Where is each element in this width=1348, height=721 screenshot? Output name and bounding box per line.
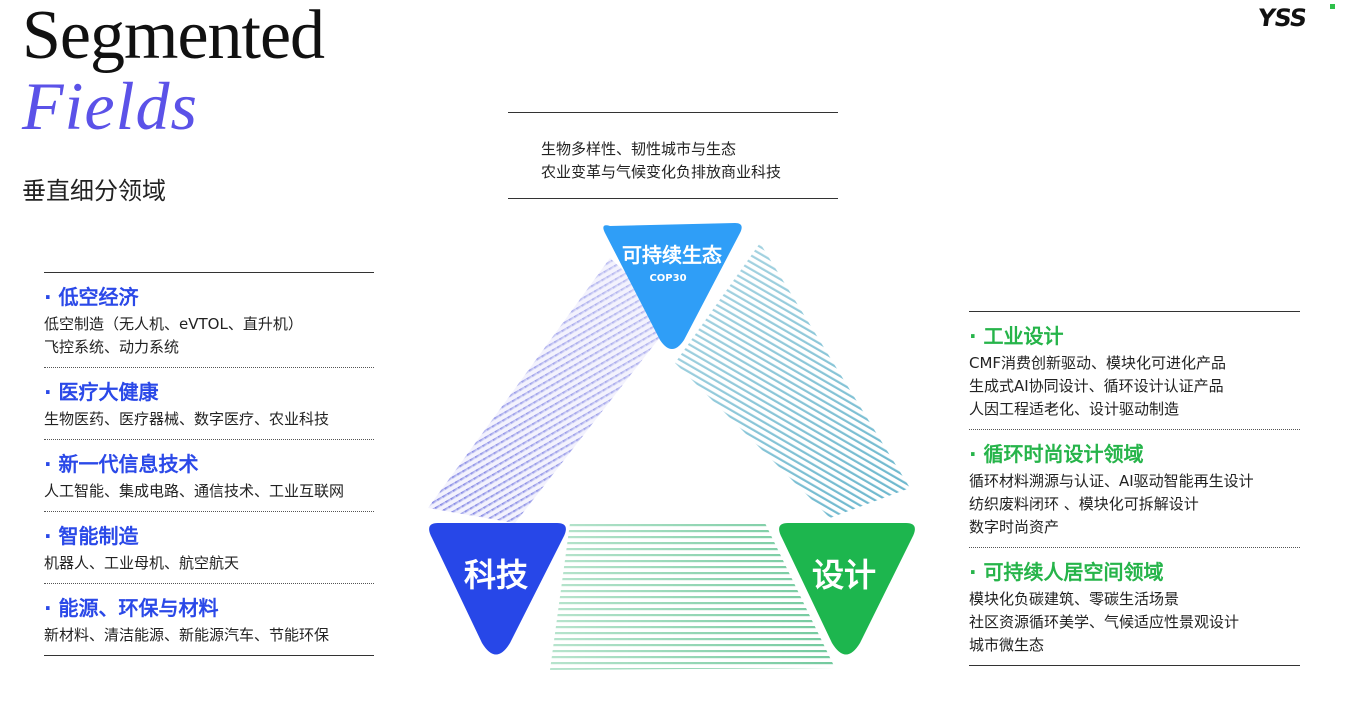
field-line: 数字时尚资产 [969,518,1060,536]
triangle-diagram: 可持续生态 COP30 科技 设计 [428,223,915,670]
field-line: 社区资源循环美学、气候适应性景观设计 [969,613,1240,631]
field-line: CMF消费创新驱动、模块化可进化产品 [969,354,1227,372]
field-line: 新材料、清洁能源、新能源汽车、节能环保 [44,626,330,644]
field-title: · 新一代信息技术 [44,452,199,476]
badge-technology: 科技 [429,523,566,655]
field-line: 机器人、工业母机、航空航天 [44,554,240,572]
logo-accent-dot [1330,4,1335,9]
field-block-industrial-design: · 工业设计 CMF消费创新驱动、模块化可进化产品 生成式AI协同设计、循环设计… [969,311,1300,429]
field-block-it: · 新一代信息技术 人工智能、集成电路、通信技术、工业互联网 [44,439,374,511]
field-block-circular-fashion: · 循环时尚设计领域 循环材料溯源与认证、AI驱动智能再生设计 纺织废料闭环 、… [969,429,1300,547]
field-block-health: · 医疗大健康 生物医药、医疗器械、数字医疗、农业科技 [44,367,374,439]
top-note-line: 农业变革与气候变化负排放商业科技 [541,163,782,181]
field-block-low-altitude: · 低空经济 低空制造（无人机、eVTOL、直升机） 飞控系统、动力系统 [44,272,374,367]
field-line: 人因工程适老化、设计驱动制造 [969,400,1180,418]
field-title: · 低空经济 [44,285,139,309]
field-title: · 循环时尚设计领域 [969,442,1144,466]
field-line: 低空制造（无人机、eVTOL、直升机） [44,315,303,333]
field-line: 人工智能、集成电路、通信技术、工业互联网 [44,482,345,500]
field-line: 纺织废料闭环 、模块化可拆解设计 [969,495,1199,513]
field-title: · 医疗大健康 [44,380,159,404]
badge-top-sublabel: COP30 [649,273,686,284]
page-title: Segmented [22,0,325,74]
top-note-line: 生物多样性、韧性城市与生态 [541,140,737,158]
badge-right-label: 设计 [812,556,876,594]
field-line: 城市微生态 [969,636,1045,654]
right-band [675,243,910,518]
logo-text: YSS [1256,4,1308,32]
badge-left-label: 科技 [464,556,528,594]
field-title: · 能源、环保与材料 [44,596,219,620]
field-line: 模块化负碳建筑、零碳生活场景 [969,590,1180,608]
field-title: · 可持续人居空间领域 [969,560,1164,584]
brand-logo: YSS [1256,4,1338,36]
badge-design: 设计 [779,523,915,655]
page-title-italic: Fields [22,68,198,144]
field-title: · 智能制造 [44,524,139,548]
top-note-box: 生物多样性、韧性城市与生态 农业变革与气候变化负排放商业科技 [508,112,838,199]
field-line: 飞控系统、动力系统 [44,338,180,356]
field-line: 生成式AI协同设计、循环设计认证产品 [969,377,1224,395]
field-title: · 工业设计 [969,324,1064,348]
right-field-list: · 工业设计 CMF消费创新驱动、模块化可进化产品 生成式AI协同设计、循环设计… [969,311,1300,666]
left-band-overlay [428,258,675,523]
field-block-manufacturing: · 智能制造 机器人、工业母机、航空航天 [44,511,374,583]
field-block-habitat: · 可持续人居空间领域 模块化负碳建筑、零碳生活场景 社区资源循环美学、气候适应… [969,547,1300,666]
field-line: 循环材料溯源与认证、AI驱动智能再生设计 [969,472,1254,490]
bottom-band [550,523,835,670]
page-subtitle: 垂直细分领域 [22,177,166,205]
badge-sustainable-ecology: 可持续生态 COP30 [603,223,742,349]
left-field-list: · 低空经济 低空制造（无人机、eVTOL、直升机） 飞控系统、动力系统 · 医… [44,272,374,656]
left-band [428,258,675,523]
badge-top-label: 可持续生态 [622,243,722,267]
field-block-energy: · 能源、环保与材料 新材料、清洁能源、新能源汽车、节能环保 [44,583,374,656]
field-line: 生物医药、医疗器械、数字医疗、农业科技 [44,410,330,428]
